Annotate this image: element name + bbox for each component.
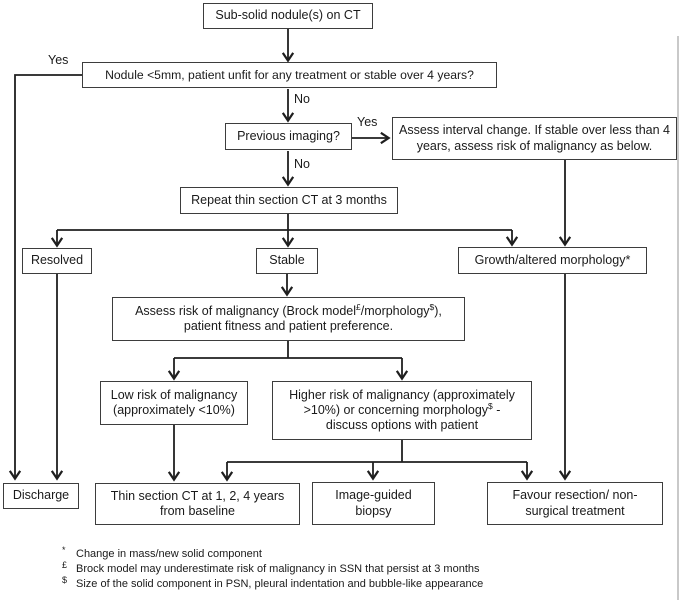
box-stable: Stable bbox=[256, 248, 318, 274]
box-nodule-question: Nodule <5mm, patient unfit for any treat… bbox=[82, 62, 497, 88]
footnote-text: Change in mass/new solid component bbox=[76, 548, 262, 560]
label-yes-top: Yes bbox=[48, 53, 69, 67]
label-yes-right: Yes bbox=[357, 115, 378, 129]
footnote-text: Size of the solid component in PSN, pleu… bbox=[76, 578, 484, 590]
box-assess-risk: Assess risk of malignancy (Brock model£/… bbox=[112, 297, 465, 341]
assess-risk-line2: patient fitness and patient preference. bbox=[183, 319, 394, 333]
box-start: Sub-solid nodule(s) on CT bbox=[203, 3, 373, 29]
box-image-guided-biopsy: Image-guided biopsy bbox=[312, 482, 435, 525]
figure-edge-line bbox=[677, 36, 679, 600]
footnote-line: $ Size of the solid component in PSN, pl… bbox=[62, 575, 484, 591]
box-previous-imaging: Previous imaging? bbox=[225, 123, 352, 150]
assess-risk-line1: Assess risk of malignancy (Brock model£/… bbox=[135, 301, 442, 318]
footnote-line: £ Brock model may underestimate risk of … bbox=[62, 560, 480, 576]
box-discharge: Discharge bbox=[3, 483, 79, 509]
higher-risk-line1: Higher risk of malignancy (approximately bbox=[289, 387, 515, 402]
box-favour-resection: Favour resection/ non-surgical treatment bbox=[487, 482, 663, 525]
box-repeat-ct: Repeat thin section CT at 3 months bbox=[180, 187, 398, 214]
label-no-mid: No bbox=[294, 157, 310, 171]
footnote-line: * Change in mass/new solid component bbox=[62, 545, 262, 561]
higher-risk-line2: >10%) or concerning morphology$ - bbox=[303, 400, 501, 417]
box-growth-altered-morphology: Growth/altered morphology* bbox=[458, 247, 647, 274]
label-no-top: No bbox=[294, 92, 310, 106]
box-thin-section-ct: Thin section CT at 1, 2, 4 years from ba… bbox=[95, 483, 300, 525]
box-low-risk: Low risk of malignancy (approximately <1… bbox=[100, 381, 248, 425]
higher-risk-line3: discuss options with patient bbox=[325, 418, 479, 433]
box-higher-risk: Higher risk of malignancy (approximately… bbox=[272, 381, 532, 440]
box-assess-interval: Assess interval change. If stable over l… bbox=[392, 117, 677, 160]
footnotes: * Change in mass/new solid component £ B… bbox=[62, 545, 484, 593]
footnote-text: Brock model may underestimate risk of ma… bbox=[76, 563, 480, 575]
box-resolved: Resolved bbox=[22, 248, 92, 274]
